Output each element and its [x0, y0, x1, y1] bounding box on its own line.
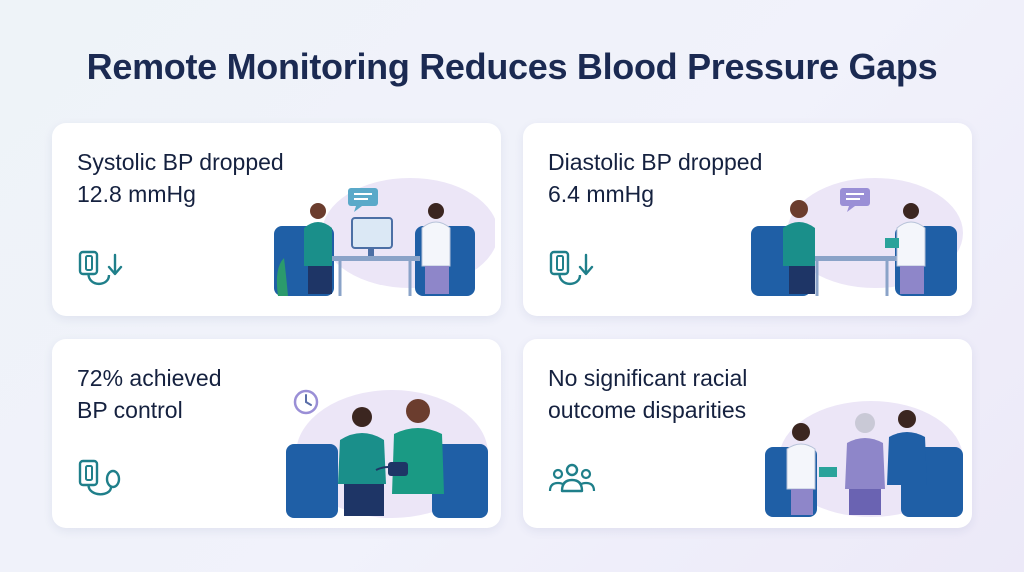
card-line-1: Diastolic BP dropped — [548, 149, 763, 175]
bp-cuff-down-icon — [549, 250, 594, 286]
card-line-2: 6.4 mmHg — [548, 181, 655, 207]
consultation-illustration — [274, 178, 495, 296]
card-text: 72% achieved BP control — [77, 362, 307, 426]
card-text: Systolic BP dropped 12.8 mmHg — [77, 146, 307, 210]
diastolic-card: Diastolic BP dropped 6.4 mmHg — [523, 123, 972, 316]
consultation-illustration — [751, 178, 963, 296]
card-line-2: outcome disparities — [548, 397, 747, 423]
card-text: Diastolic BP dropped 6.4 mmHg — [548, 146, 778, 210]
card-line-2: BP control — [77, 397, 183, 423]
group-icon — [548, 463, 596, 493]
nurse-bp-illustration — [286, 389, 488, 518]
card-line-1: Systolic BP dropped — [77, 149, 284, 175]
bp-monitor-icon — [78, 459, 121, 496]
card-text: No significant racial outcome disparitie… — [548, 362, 818, 426]
group-consult-illustration — [765, 401, 963, 517]
page-title: Remote Monitoring Reduces Blood Pressure… — [86, 46, 938, 87]
card-line-1: 72% achieved — [77, 365, 222, 391]
bp-control-card: 72% achieved BP control — [52, 339, 501, 528]
systolic-card: Systolic BP dropped 12.8 mmHg — [52, 123, 501, 316]
disparities-card: No significant racial outcome disparitie… — [523, 339, 972, 528]
card-line-1: No significant racial — [548, 365, 748, 391]
bp-cuff-down-icon — [78, 250, 123, 286]
card-line-2: 12.8 mmHg — [77, 181, 196, 207]
